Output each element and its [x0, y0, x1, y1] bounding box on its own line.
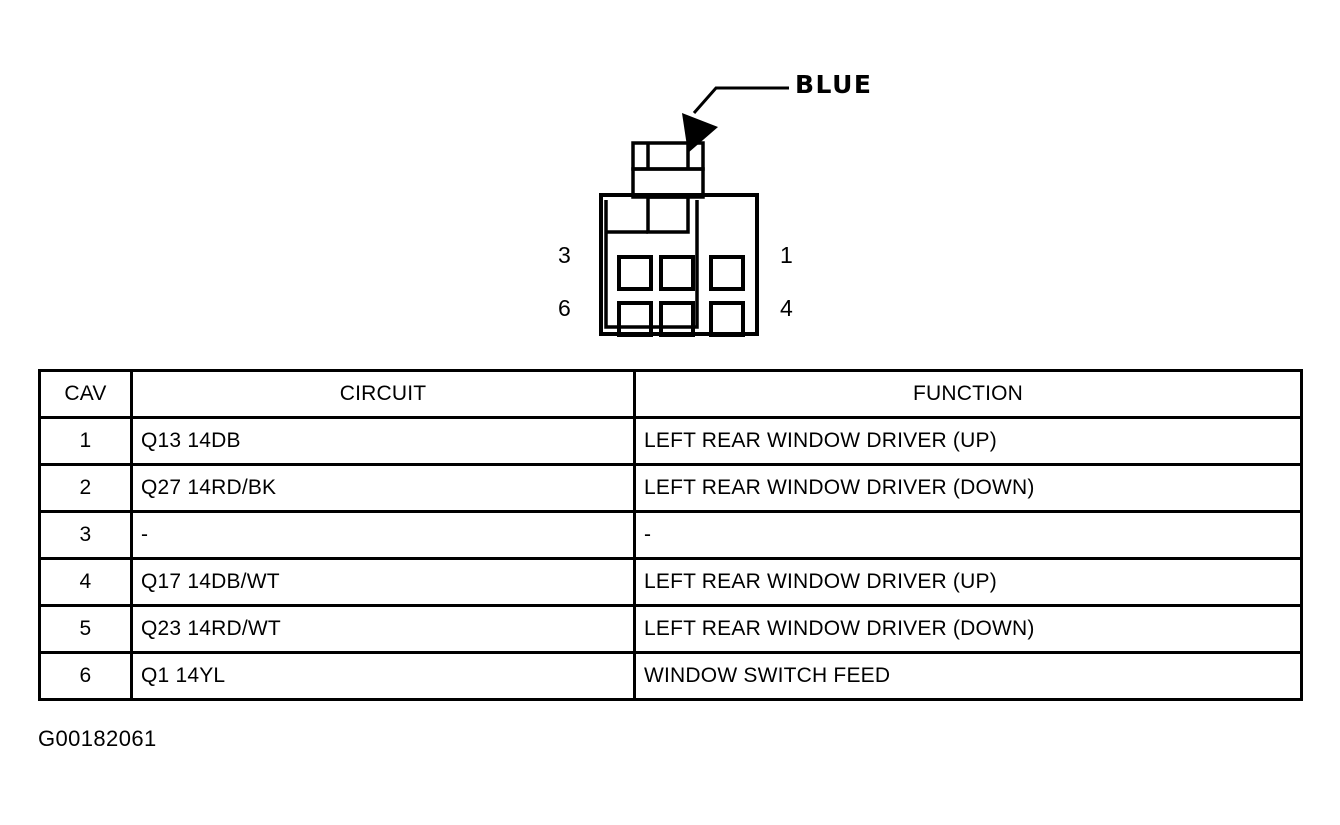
table-row: 4 Q17 14DB/WT LEFT REAR WINDOW DRIVER (U… [38, 557, 1303, 607]
cell-circuit: Q23 14RD/WT [130, 604, 636, 654]
cell-function: LEFT REAR WINDOW DRIVER (UP) [633, 557, 1303, 607]
connector-color-label: BLUE [795, 70, 873, 99]
cell-cav: 5 [38, 604, 133, 654]
cell-function: - [633, 510, 1303, 560]
pinout-table-body: 1 Q13 14DB LEFT REAR WINDOW DRIVER (UP) … [38, 416, 1303, 701]
pin-label-1: 1 [780, 242, 793, 268]
cell-circuit: Q13 14DB [130, 416, 636, 466]
table-header-row: CAV CIRCUIT FUNCTION [38, 369, 1303, 419]
cavity-square [617, 301, 653, 337]
column-header-cav: CAV [38, 369, 133, 419]
cavity-square [709, 255, 745, 291]
cell-circuit: - [130, 510, 636, 560]
cavity-square [659, 301, 695, 337]
pin-label-4: 4 [780, 295, 793, 321]
table-row: 2 Q27 14RD/BK LEFT REAR WINDOW DRIVER (D… [38, 463, 1303, 513]
cell-circuit: Q1 14YL [130, 651, 636, 701]
cell-circuit: Q27 14RD/BK [130, 463, 636, 513]
cell-function: LEFT REAR WINDOW DRIVER (UP) [633, 416, 1303, 466]
pinout-table: CAV CIRCUIT FUNCTION 1 Q13 14DB LEFT REA… [38, 369, 1303, 701]
table-row: 5 Q23 14RD/WT LEFT REAR WINDOW DRIVER (D… [38, 604, 1303, 654]
cell-cav: 3 [38, 510, 133, 560]
cell-cav: 6 [38, 651, 133, 701]
figure-caption: G00182061 [38, 726, 157, 751]
cell-function: WINDOW SWITCH FEED [633, 651, 1303, 701]
column-header-circuit: CIRCUIT [130, 369, 636, 419]
cell-cav: 4 [38, 557, 133, 607]
column-header-function: FUNCTION [633, 369, 1303, 419]
cavity-square [617, 255, 653, 291]
connector-latch-tab [631, 141, 705, 234]
cell-cav: 2 [38, 463, 133, 513]
cell-circuit: Q17 14DB/WT [130, 557, 636, 607]
table-row: 3 - - [38, 510, 1303, 560]
pin-label-3: 3 [558, 242, 571, 268]
connector-drawing [599, 86, 789, 337]
cell-cav: 1 [38, 416, 133, 466]
table-row: 6 Q1 14YL WINDOW SWITCH FEED [38, 651, 1303, 701]
blue-leader-line [692, 86, 789, 114]
cell-function: LEFT REAR WINDOW DRIVER (DOWN) [633, 463, 1303, 513]
cavity-square [709, 301, 745, 337]
connector-body-outline [599, 193, 759, 336]
cell-function: LEFT REAR WINDOW DRIVER (DOWN) [633, 604, 1303, 654]
connector-illustration [540, 55, 900, 355]
table-row: 1 Q13 14DB LEFT REAR WINDOW DRIVER (UP) [38, 416, 1303, 466]
cavity-square [659, 255, 695, 291]
pin-label-6: 6 [558, 295, 571, 321]
